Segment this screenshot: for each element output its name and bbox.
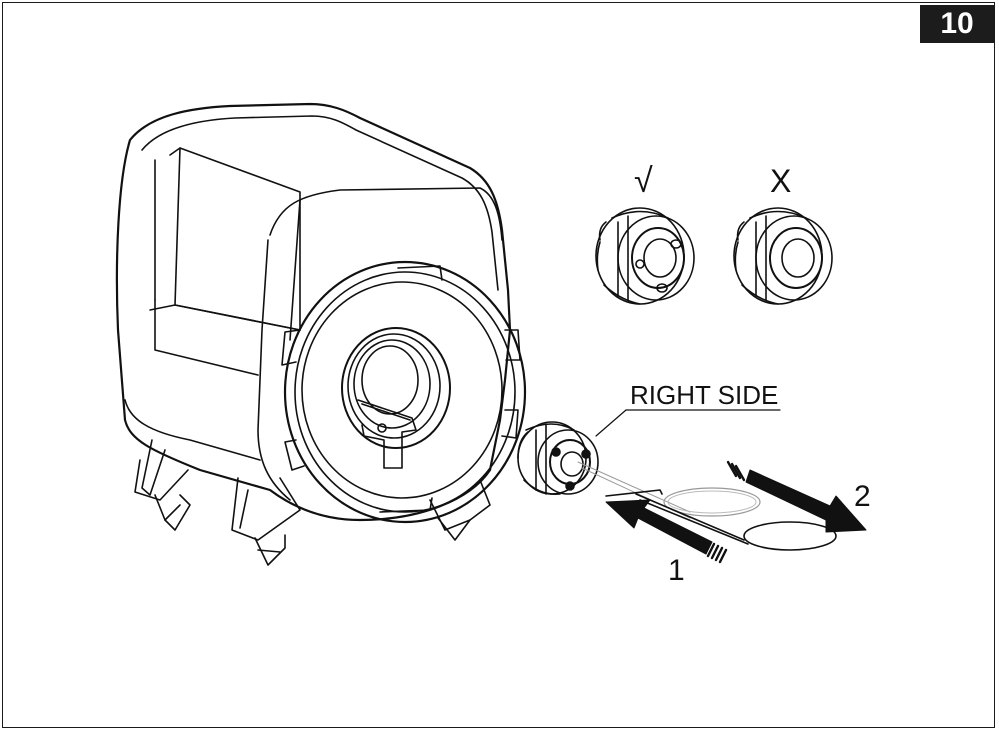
o-ring-gasket xyxy=(663,487,837,551)
pump-leg-front-left xyxy=(231,477,301,566)
pump-leg-front-right xyxy=(429,479,491,541)
impeller-magnet-part-wrong xyxy=(733,207,833,305)
label-leader-line xyxy=(595,409,627,437)
page-number-badge: 10 xyxy=(920,5,994,43)
pump-leg-rear-left xyxy=(134,439,191,531)
arrow-icon-step-1 xyxy=(605,499,728,564)
impeller-magnet-part-correct xyxy=(595,207,695,305)
pump-housing-illustration xyxy=(115,102,527,566)
right-side-label: RIGHT SIDE xyxy=(630,380,778,410)
step-2-number: 2 xyxy=(854,480,871,513)
impeller-magnet-part-inserting xyxy=(517,421,599,496)
wrong-mark: X xyxy=(770,163,791,199)
arrow-icon-step-2 xyxy=(726,460,867,533)
correct-mark: √ xyxy=(634,162,653,200)
step-1-number: 1 xyxy=(668,554,685,587)
insertion-tool xyxy=(605,489,749,545)
